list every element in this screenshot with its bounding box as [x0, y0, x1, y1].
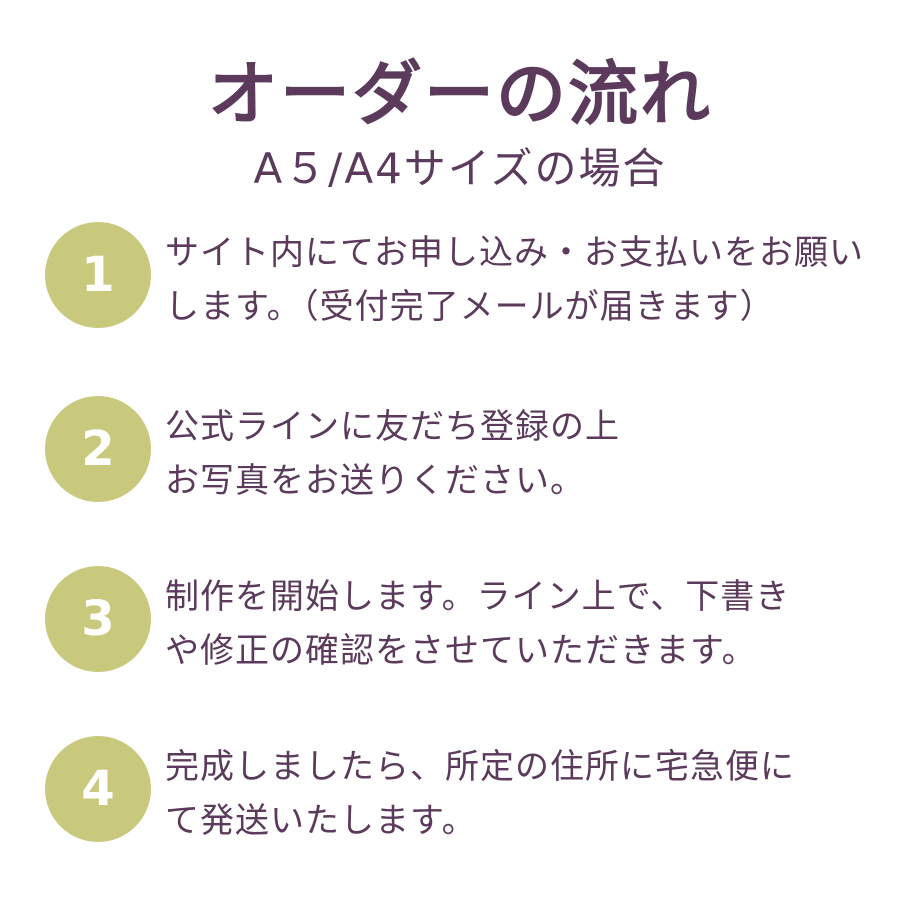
step-line: 完成しましたら、所定の住所に宅急便に — [165, 747, 795, 787]
step-line: や修正の確認をさせていただきます。 — [165, 631, 757, 671]
step-description: サイト内にてお申し込み・お支払いをお願い します。（受付完了メールが届きます） — [165, 226, 895, 334]
step-line: 制作を開始します。ライン上で、下書き — [165, 577, 791, 617]
step-description: 完成しましたら、所定の住所に宅急便に て発送いたします。 — [165, 740, 895, 848]
page-title: オーダーの流れ — [208, 53, 712, 135]
step-description: 公式ラインに友だち登録の上 お写真をお送りください。 — [165, 400, 895, 508]
step-1: 1 サイト内にてお申し込み・お支払いをお願い します。（受付完了メールが届きます… — [40, 222, 900, 332]
step-line: 公式ラインに友だち登録の上 — [165, 407, 620, 447]
step-4: 4 完成しましたら、所定の住所に宅急便に て発送いたします。 — [40, 736, 900, 846]
step-number-badge: 4 — [45, 736, 151, 842]
step-line: お写真をお送りください。 — [165, 461, 585, 501]
step-number-badge: 3 — [45, 566, 151, 672]
step-description: 制作を開始します。ライン上で、下書き や修正の確認をさせていただきます。 — [165, 570, 895, 678]
step-2: 2 公式ラインに友だち登録の上 お写真をお送りください。 — [40, 396, 900, 506]
step-line: て発送いたします。 — [165, 801, 477, 841]
step-number-badge: 2 — [45, 396, 151, 502]
page-subtitle: A５/A4サイズの場合 — [253, 144, 667, 193]
step-line: サイト内にてお申し込み・お支払いをお願い — [165, 233, 864, 273]
step-line: します。（受付完了メールが届きます） — [165, 287, 775, 327]
step-number-badge: 1 — [45, 222, 151, 328]
step-3: 3 制作を開始します。ライン上で、下書き や修正の確認をさせていただきます。 — [40, 566, 900, 676]
